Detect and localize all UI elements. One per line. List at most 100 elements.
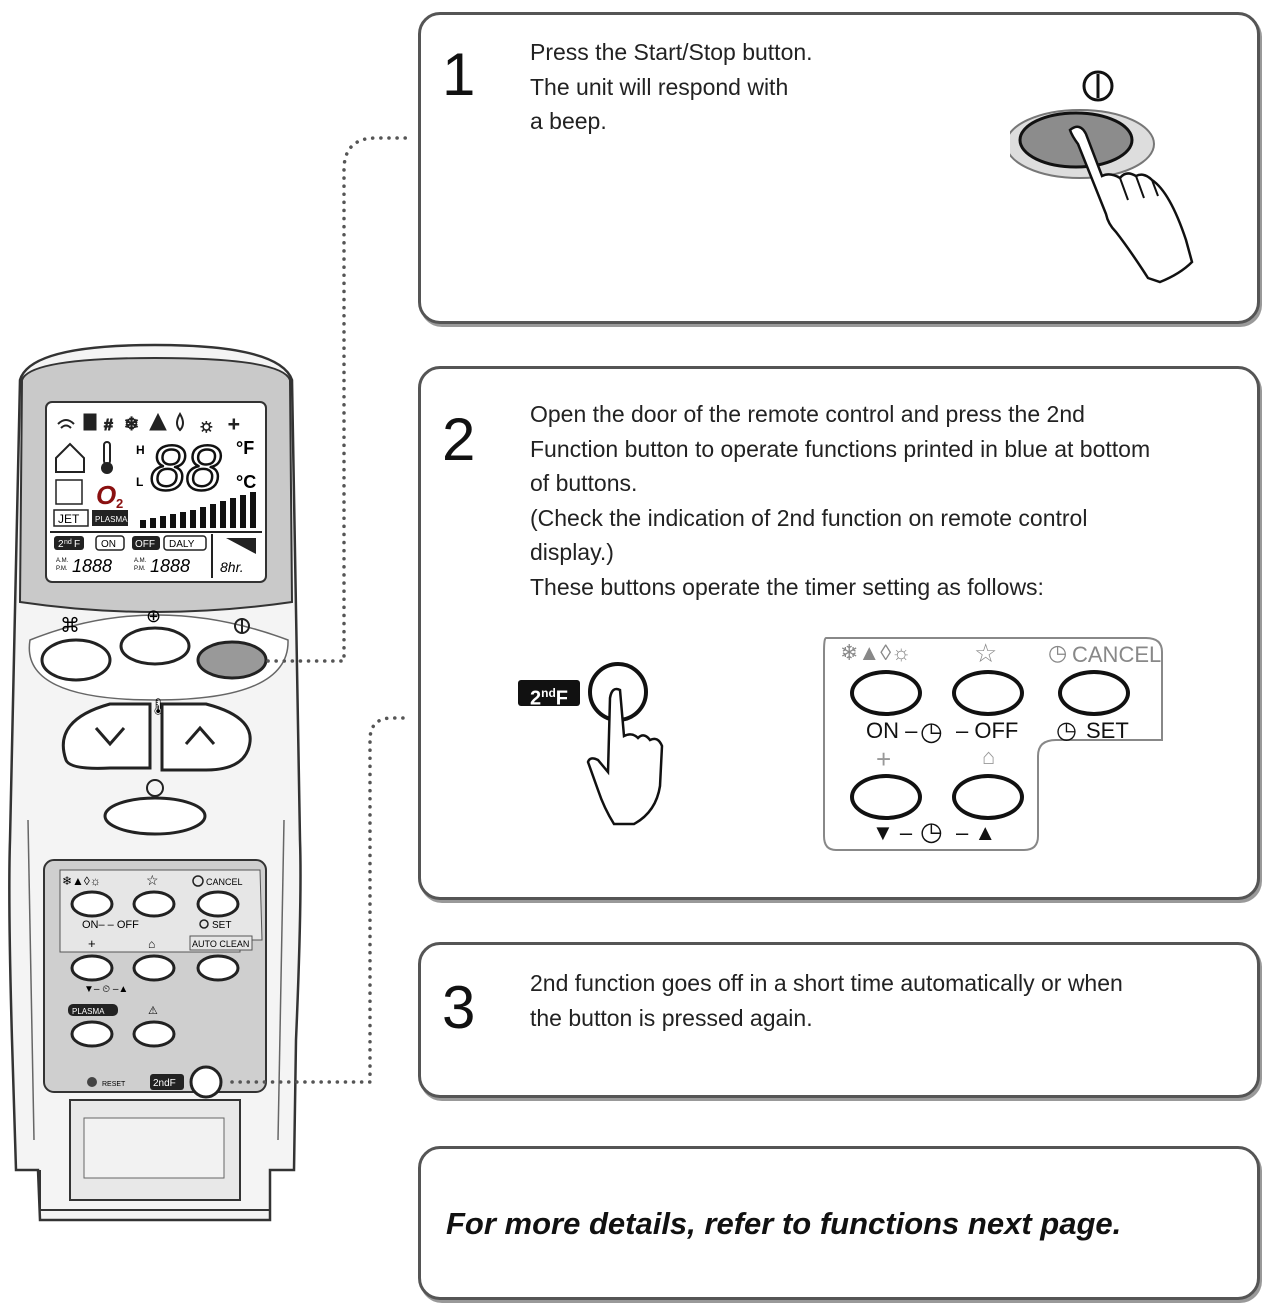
timer-on-button[interactable] [850, 670, 922, 716]
panel-off-label: – OFF [956, 718, 1019, 743]
svg-text:H: H [136, 443, 145, 457]
remote-temp-down-icon [94, 727, 126, 747]
step-1-number: 1 [442, 41, 476, 108]
lcd-house-icon [55, 442, 85, 473]
svg-text:P.M.: P.M. [56, 566, 68, 572]
svg-text:OFF: OFF [135, 539, 155, 550]
svg-text:ON– – OFF: ON– – OFF [82, 919, 139, 931]
panel-set-label: SET [1086, 718, 1129, 743]
svg-text:❄: ❄ [124, 414, 139, 434]
svg-text:nd: nd [64, 539, 72, 546]
svg-text:❄▲◊☼: ❄▲◊☼ [62, 874, 101, 888]
step-2-line: Open the door of the remote control and … [530, 401, 1085, 427]
svg-text:JET: JET [58, 512, 80, 526]
step-3-line: 2nd function goes off in a short time au… [530, 970, 1123, 996]
remote-temp-up-icon [184, 725, 216, 745]
clock-icon: ◷ [920, 716, 943, 746]
svg-text:+: + [228, 414, 240, 436]
remote-fan-speed-button [103, 796, 207, 836]
svg-text:L: L [136, 475, 143, 489]
svg-text:☆: ☆ [146, 872, 159, 888]
svg-text:SET: SET [212, 920, 231, 931]
step-1-line: Press the Start/Stop button. [530, 39, 813, 65]
clock-icon: ◷ [920, 816, 943, 846]
lcd-digits: 88 [150, 432, 222, 504]
panel-on-label: ON – [866, 718, 918, 743]
power-icon [1082, 70, 1114, 102]
press-2ndf-illustration [586, 662, 664, 826]
step-2-line: of buttons. [530, 470, 638, 496]
svg-text:+: + [88, 936, 96, 951]
star-icon: ☆ [974, 638, 998, 668]
svg-text:☼: ☼ [198, 415, 215, 435]
svg-text:°C: °C [236, 472, 256, 492]
svg-text:ON: ON [101, 539, 116, 550]
svg-text:F: F [74, 539, 80, 550]
svg-text:1888: 1888 [150, 556, 190, 576]
svg-text:RESET: RESET [102, 1081, 126, 1088]
clock-icon: ◷ [1056, 717, 1077, 744]
lcd-thermometer-icon [101, 441, 113, 474]
step-1-line: The unit will respond with [530, 73, 789, 100]
step-3-text: 2nd function goes off in a short time au… [530, 966, 1123, 1035]
step-2-line: Function button to operate functions pri… [530, 435, 1151, 462]
svg-text:⚠: ⚠ [148, 1005, 158, 1017]
svg-text:⌘: ⌘ [60, 615, 80, 637]
step-2-number: 2 [442, 406, 476, 473]
svg-text:⊕: ⊕ [146, 606, 161, 626]
remote-airflow-button [119, 626, 191, 666]
svg-text:°F: °F [236, 438, 254, 458]
step-3-number: 3 [442, 974, 476, 1041]
svg-text:P.M.: P.M. [134, 566, 146, 572]
timer-cancel-set-button[interactable] [1058, 670, 1130, 716]
panel-up-label: – ▲ [956, 820, 997, 845]
step-2-line: These buttons operate the timer setting … [530, 573, 1044, 600]
svg-text:2: 2 [116, 496, 123, 511]
svg-text:PLASMA: PLASMA [72, 1007, 105, 1016]
step-2-line: display.) [530, 539, 614, 565]
svg-text:PLASMA: PLASMA [95, 515, 128, 524]
details-box [418, 1146, 1260, 1300]
timer-up-button[interactable] [952, 774, 1024, 820]
svg-text:⌂: ⌂ [148, 937, 155, 951]
svg-text:2ndF: 2ndF [153, 1078, 176, 1089]
svg-text:2: 2 [58, 539, 64, 550]
svg-text:O: O [96, 480, 116, 510]
timer-function-panel: ❄▲◊☼ ☆ ◷ CANCEL ON – ◷ – OFF ◷ SET + ⌂ ▼… [816, 636, 1166, 852]
svg-text:DALY: DALY [169, 539, 195, 550]
svg-text:AUTO CLEAN: AUTO CLEAN [192, 939, 249, 949]
mode-icons: ❄▲◊☼ [840, 640, 912, 665]
fan-icon: + [876, 744, 892, 774]
svg-text:8hr.: 8hr. [220, 559, 244, 575]
lcd-mode-icons: # ❄ ☼ + [57, 412, 240, 437]
step-3-box [418, 942, 1260, 1098]
second-function-badge: 2ndF [518, 680, 580, 710]
step-1-line: a beep. [530, 108, 607, 134]
svg-text:A.M.: A.M. [56, 558, 69, 564]
step-3-line: the button is pressed again. [530, 1004, 813, 1031]
svg-text:▼– ⏲ –▲: ▼– ⏲ –▲ [84, 984, 128, 995]
remote-start-stop-button [196, 640, 268, 680]
panel-cancel-label: CANCEL [1072, 642, 1162, 667]
remote-control-illustration: # ❄ ☼ + H L 88 °F °C O 2 JET PLASMA [8, 343, 302, 1222]
clock-icon: ◷ [1048, 640, 1068, 665]
remote-2ndf-button [189, 1065, 223, 1099]
svg-text:A.M.: A.M. [134, 558, 147, 564]
remote-mode-button [40, 638, 112, 682]
house-icon: ⌂ [982, 744, 996, 769]
svg-text:CANCEL: CANCEL [206, 877, 243, 887]
press-start-stop-illustration [1010, 70, 1194, 284]
pointing-hand-icon [586, 687, 664, 826]
details-note: For more details, refer to functions nex… [446, 1206, 1122, 1241]
svg-text:#: # [104, 417, 113, 434]
step-2-line: (Check the indication of 2nd function on… [530, 504, 1088, 531]
step-1-text: Press the Start/Stop button. The unit wi… [530, 35, 813, 139]
svg-text:1888: 1888 [72, 556, 112, 576]
timer-down-button[interactable] [850, 774, 922, 820]
hand-icon [1068, 125, 1194, 284]
step-2-text: Open the door of the remote control and … [530, 397, 1150, 604]
lcd-fan-bars [140, 492, 256, 528]
timer-off-button[interactable] [952, 670, 1024, 716]
panel-down-label: ▼ – [872, 820, 913, 845]
